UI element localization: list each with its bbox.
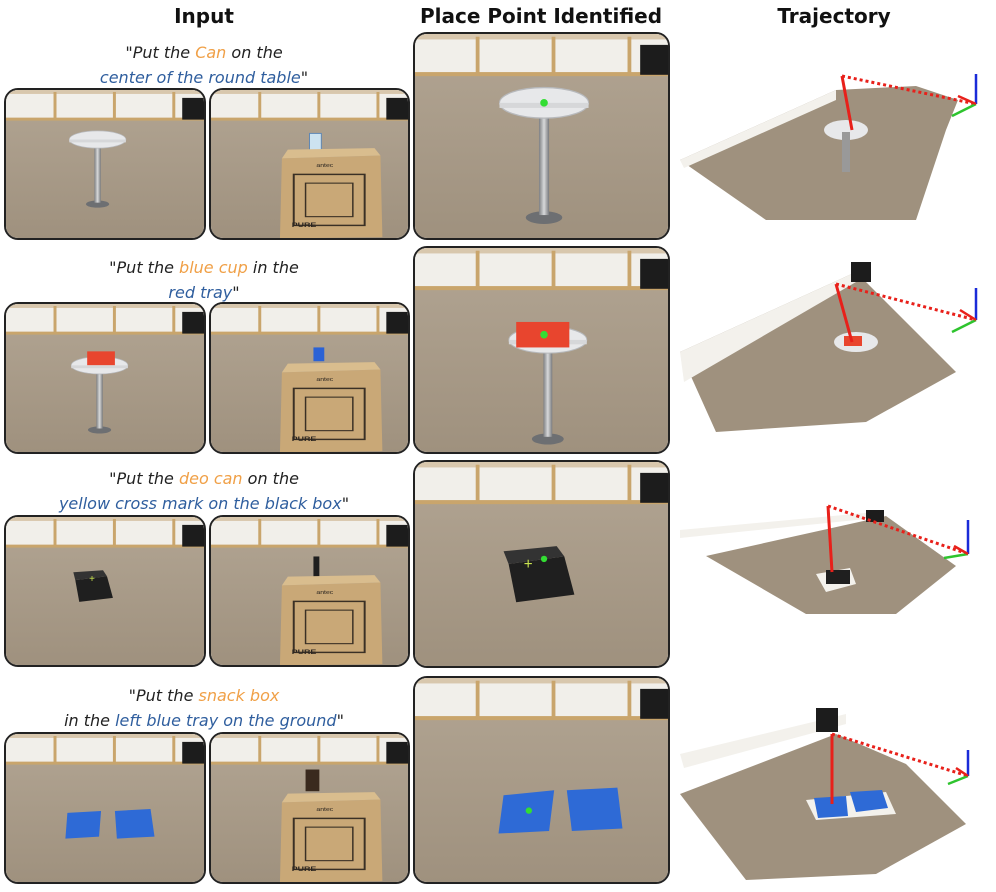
object-label: Can	[195, 43, 227, 62]
input-scene-photo-4	[4, 732, 206, 884]
trajectory-plot-3	[680, 504, 970, 614]
input-scene-photo-1	[4, 88, 206, 240]
input-object-photo-3	[209, 515, 410, 667]
object-label: blue cup	[179, 258, 248, 277]
place-point-photo-1	[413, 32, 670, 240]
location-label: red tray	[168, 283, 233, 302]
trajectory-plot-2	[680, 262, 978, 432]
location-label: left blue tray on the ground	[115, 711, 337, 730]
location-label: center of the round table	[99, 68, 301, 87]
trajectory-plot-1	[680, 74, 978, 220]
instruction-row-1: "Put the Can on the center of the round …	[99, 43, 309, 87]
place-point-photo-3: +	[413, 460, 670, 668]
instruction-row-3: "Put the deo can on the yellow cross mar…	[58, 469, 350, 513]
input-object-photo-2	[209, 302, 410, 454]
place-point-column-header: Place Point Identified	[419, 4, 663, 28]
instruction-row-4: "Put the snack box in the left blue tray…	[64, 686, 344, 730]
trajectory-plot-4	[680, 708, 970, 880]
location-label: yellow cross mark on the black box	[58, 494, 342, 513]
input-column-header: Input	[174, 4, 234, 28]
object-label: deo can	[178, 469, 243, 488]
object-label: snack box	[198, 686, 280, 705]
svg-text:+: +	[89, 574, 95, 585]
instruction-row-2: "Put the blue cup in the red tray"	[109, 258, 299, 302]
place-point-photo-4	[413, 676, 670, 884]
input-scene-photo-2	[4, 302, 206, 454]
input-object-photo-1	[209, 88, 410, 240]
place-point-photo-2	[413, 246, 670, 454]
input-scene-photo-3: +	[4, 515, 206, 667]
trajectory-column-header: Trajectory	[777, 4, 891, 28]
input-object-photo-4	[209, 732, 410, 884]
svg-text:+: +	[524, 556, 533, 573]
